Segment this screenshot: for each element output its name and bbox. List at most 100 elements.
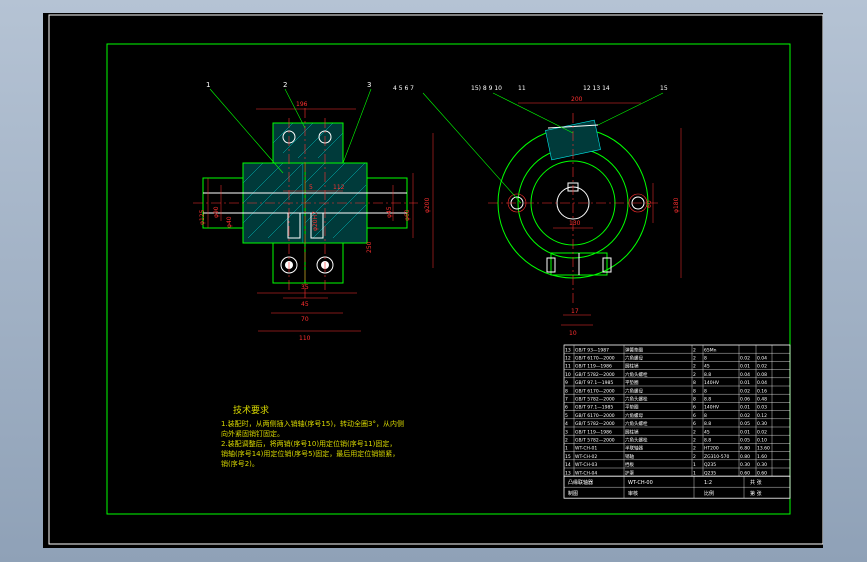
parts-cell: 15 (565, 454, 571, 460)
parts-cell: WT-CH-03 (575, 462, 597, 468)
parts-cell: 弹簧垫圈 (625, 346, 643, 353)
parts-cell: 10 (565, 372, 571, 378)
parts-cell: 0.01 (740, 405, 750, 411)
parts-cell: 0.60 (740, 470, 750, 476)
parts-cell: 六角螺母 (625, 387, 643, 394)
cad-drawing: 1 2 3 196 5 112 110 70 45 35 φ125 φ90 φ4… (48, 14, 823, 545)
dim-130: 130 (569, 220, 581, 227)
parts-cell: 六角头螺栓 (625, 437, 648, 444)
parts-cell: 2 (693, 347, 696, 353)
parts-cell: 2 (693, 429, 696, 435)
parts-cell: 0.06 (740, 397, 750, 403)
parts-cell: 0.03 (757, 405, 767, 411)
parts-cell: 0.80 (740, 454, 750, 460)
parts-cell: 销轴 (625, 453, 634, 460)
tech-note-line: 销(序号2)。 (221, 460, 259, 468)
parts-cell: 0.01 (740, 429, 750, 435)
parts-cell: 65Mn (704, 347, 717, 353)
parts-cell: 1.60 (757, 454, 767, 460)
parts-cell: 140HV (704, 380, 720, 386)
parts-cell: 0.30 (757, 462, 767, 468)
parts-cell: GB/T 119—1986 (575, 429, 612, 435)
dim-200: 200 (571, 96, 583, 103)
side-view: 15) 8 9 10 11 12 13 14 15 4 5 6 7 200 10… (393, 85, 682, 337)
tech-note-line: 2.装配调整后，将两销(序号10)用定位销(序号11)固定， (221, 440, 397, 448)
parts-cell: 0.60 (757, 470, 767, 476)
parts-cell: 2 (693, 454, 696, 460)
parts-cell: 0.02 (740, 356, 750, 362)
parts-cell: 2 (693, 364, 696, 370)
leaders-top-left: 4 5 6 7 (393, 85, 414, 92)
parts-cell: GB/T 93—1987 (575, 347, 609, 353)
parts-cell: 0.05 (740, 438, 750, 444)
dim-110-bottom: 110 (299, 335, 311, 342)
tech-note-line: 1.装配时，从两侧插入销轴(序号15)，转动全圈3°，从内侧 (221, 420, 405, 428)
parts-cell: 140HV (704, 405, 720, 411)
parts-cell: 0.01 (740, 364, 750, 370)
tech-notes-title: 技术要求 (233, 406, 270, 416)
parts-cell: 护罩 (625, 469, 634, 476)
parts-cell: GB/T 6170—2000 (575, 413, 615, 419)
parts-cell: 9 (565, 380, 568, 386)
dim-phi180: φ180 (673, 197, 680, 213)
parts-cell: 六角头螺栓 (625, 396, 648, 403)
title-block-cell: 比例 (704, 490, 714, 497)
parts-cell: 8 (704, 388, 707, 394)
parts-cell: 0.08 (757, 372, 767, 378)
parts-cell: 2 (693, 438, 696, 444)
leader-3: 3 (367, 81, 371, 89)
parts-cell: 2 (565, 438, 568, 444)
parts-cell: 0.16 (757, 388, 767, 394)
parts-cell: 挡板 (625, 461, 634, 468)
leaders-mid: 11 (518, 85, 526, 92)
parts-cell: 圆柱销 (625, 428, 639, 435)
title-block-cell: 审核 (628, 490, 638, 497)
parts-cell: WT-CH-02 (575, 454, 597, 460)
parts-cell: 圆柱销 (625, 363, 639, 370)
parts-cell: 0.48 (757, 397, 767, 403)
title-block-cell: 制图 (568, 490, 578, 497)
dim-112: 112 (333, 184, 345, 191)
parts-cell: 13 (565, 470, 571, 476)
parts-cell: 8.8 (704, 438, 711, 444)
parts-cell: GB/T 119—1986 (575, 364, 612, 370)
parts-cell: 0.30 (757, 421, 767, 427)
title-block-cell: 凸缘联轴器 (568, 479, 593, 486)
cad-viewport[interactable]: 1 2 3 196 5 112 110 70 45 35 φ125 φ90 φ4… (43, 13, 823, 548)
leaders-right: 12 13 14 (583, 85, 610, 92)
front-view: 1 2 3 196 5 112 110 70 45 35 φ125 φ90 φ4… (193, 81, 434, 342)
dim-phi20: φ20H7 (312, 211, 319, 231)
parts-cell: 平垫圈 (625, 404, 639, 411)
dim-35: 35 (301, 284, 309, 291)
title-block-cell: 共 张 (750, 479, 762, 486)
parts-cell: 0.02 (757, 364, 767, 370)
dim-196: 196 (296, 101, 308, 108)
parts-cell: 6.80 (740, 446, 750, 452)
parts-cell: 0.04 (757, 380, 767, 386)
parts-cell: GB/T 6170—2000 (575, 388, 615, 394)
parts-cell: HT200 (704, 446, 719, 452)
parts-cell: 13 (565, 347, 571, 353)
upper-flange-section (272, 122, 344, 164)
parts-cell: 8 (693, 380, 696, 386)
dim-phi90: φ90 (213, 206, 220, 218)
parts-cell: 0.01 (740, 380, 750, 386)
parts-cell: 0.05 (740, 421, 750, 427)
parts-cell: 45 (704, 364, 710, 370)
parts-cell: 1 (565, 446, 568, 452)
dim-5: 5 (309, 184, 313, 191)
title-block-cell: 1:2 (704, 480, 712, 486)
parts-cell: 8.8 (704, 372, 711, 378)
parts-cell: 8 (704, 413, 707, 419)
parts-cell: Q235 (704, 462, 716, 468)
parts-cell: GB/T 97.1—1985 (575, 405, 613, 411)
parts-cell: 0.12 (757, 413, 767, 419)
